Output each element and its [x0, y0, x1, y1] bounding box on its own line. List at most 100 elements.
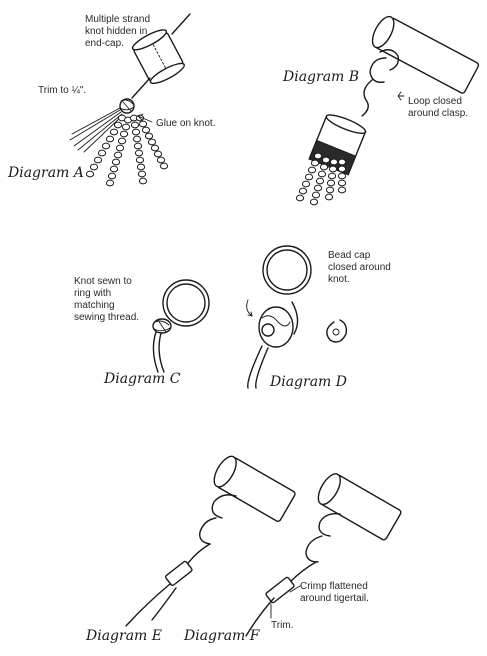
- diagram-b-note-line-1: Loop closed: [408, 96, 462, 107]
- diagram-c-note-line-4: sewing thread.: [74, 312, 139, 323]
- ring-d-outer: [262, 245, 312, 295]
- seed-bead: [307, 166, 317, 174]
- end-cap: [131, 29, 185, 85]
- diagram-a: Multiple strand knot hidden in end-cap. …: [7, 13, 215, 187]
- seed-bead: [97, 149, 107, 157]
- diagram-a-note-line-1: Multiple strand: [85, 14, 150, 25]
- trimmed-strands: [69, 107, 124, 153]
- crimp-leader: [289, 585, 301, 593]
- diagram-c-note-line-2: ring with: [74, 288, 111, 299]
- seed-bead: [134, 149, 144, 157]
- loop-arrow: [397, 91, 405, 101]
- cord-e: [125, 583, 171, 627]
- diagram-c-note-line-3: matching: [74, 300, 115, 311]
- seed-bead: [298, 187, 308, 195]
- seed-bead: [327, 172, 337, 180]
- diagram-a-note-line-3: end-cap.: [85, 38, 124, 49]
- seed-bead: [337, 158, 347, 166]
- diagram-c-caption: Diagram C: [103, 371, 181, 387]
- seed-bead: [150, 144, 160, 152]
- seed-bead: [153, 150, 163, 158]
- diagram-e: Diagram E: [85, 455, 296, 644]
- strand-to-knot: [131, 77, 151, 99]
- cord-d: [247, 345, 263, 389]
- diagram-f-caption: Diagram F: [183, 628, 261, 644]
- seed-bead: [315, 177, 325, 185]
- diagram-f-note-line-2: around tigertail.: [300, 593, 369, 604]
- clasp-loop: [369, 57, 387, 83]
- seed-bead: [328, 165, 338, 173]
- split-ring-outer: [162, 279, 210, 327]
- seed-bead: [337, 172, 347, 180]
- clasp-bar: [371, 15, 480, 94]
- crimp-bead-e: [164, 560, 193, 587]
- seed-bead: [113, 121, 123, 129]
- clasp-ring: [379, 49, 400, 71]
- ring-d-inner: [266, 249, 308, 291]
- glue-leader: [137, 115, 153, 123]
- seed-bead: [138, 120, 148, 128]
- cord-c: [152, 331, 159, 373]
- seed-bead: [105, 179, 115, 187]
- diagram-e-caption: Diagram E: [85, 628, 162, 644]
- seed-bead: [105, 135, 115, 143]
- seed-bead: [311, 191, 321, 199]
- seed-bead: [109, 128, 119, 136]
- seed-bead: [121, 123, 131, 131]
- seed-bead: [141, 126, 151, 134]
- seed-bead: [317, 170, 327, 178]
- diagram-f: Crimp flattened around tigertail. Trim. …: [183, 473, 402, 644]
- seed-bead: [133, 142, 143, 150]
- diagram-d: Bead cap closed around knot. Diagram D: [246, 245, 391, 390]
- seed-bead: [107, 172, 117, 180]
- seed-bead: [131, 128, 141, 136]
- trim-label: Trim to ¼".: [38, 84, 86, 96]
- bead-strands-b: [295, 152, 347, 206]
- seed-bead: [109, 165, 119, 173]
- diagram-d-caption: Diagram D: [269, 374, 347, 390]
- seed-bead: [137, 170, 147, 178]
- seed-bead: [326, 179, 336, 187]
- diagram-b-note-line-2: around clasp.: [408, 108, 468, 119]
- glue-label: Glue on knot.: [156, 118, 215, 129]
- cord-f: [245, 597, 275, 637]
- seed-bead: [85, 170, 95, 178]
- seed-bead: [310, 159, 320, 167]
- seed-bead: [301, 180, 311, 188]
- wire-loop-e: [199, 517, 217, 545]
- seed-bead: [101, 142, 111, 150]
- jump-ring-f: [318, 512, 341, 537]
- bead-strands: [85, 114, 169, 187]
- seed-bead: [304, 173, 314, 181]
- crimp-bead-f: [265, 576, 295, 604]
- clasp-bar-f: [317, 473, 402, 541]
- seed-bead: [337, 165, 347, 173]
- seed-bead: [135, 156, 145, 164]
- seed-bead: [144, 132, 154, 140]
- thread-top: [171, 13, 191, 35]
- split-ring-inner: [166, 283, 206, 323]
- wire-loop: [361, 79, 373, 117]
- diagram-b-caption: Diagram B: [282, 69, 359, 85]
- seed-bead: [337, 179, 347, 187]
- seed-bead: [115, 144, 125, 152]
- diagram-a-note-line-2: knot hidden in: [85, 26, 147, 37]
- seed-bead: [329, 158, 339, 166]
- seed-bead: [138, 177, 148, 185]
- seed-bead: [325, 186, 335, 194]
- diagram-c-note-line-1: Knot sewn to: [74, 276, 132, 287]
- seed-bead: [147, 138, 157, 146]
- diagram-c: Knot sewn to ring with matching sewing t…: [74, 276, 210, 387]
- rotation-arrow: [246, 299, 253, 317]
- bead-cap-open: [326, 319, 348, 343]
- multi-strand-knot: [119, 98, 135, 114]
- diagram-b: Loop closed around clasp. Diagram B: [282, 15, 480, 206]
- seed-bead: [321, 156, 331, 164]
- seed-bead: [309, 198, 319, 206]
- seed-bead: [313, 184, 323, 192]
- clasp-bar-e: [213, 455, 296, 522]
- seed-bead: [324, 193, 334, 201]
- seed-bead: [89, 163, 99, 171]
- diagram-f-note-line-1: Crimp flattened: [300, 581, 368, 592]
